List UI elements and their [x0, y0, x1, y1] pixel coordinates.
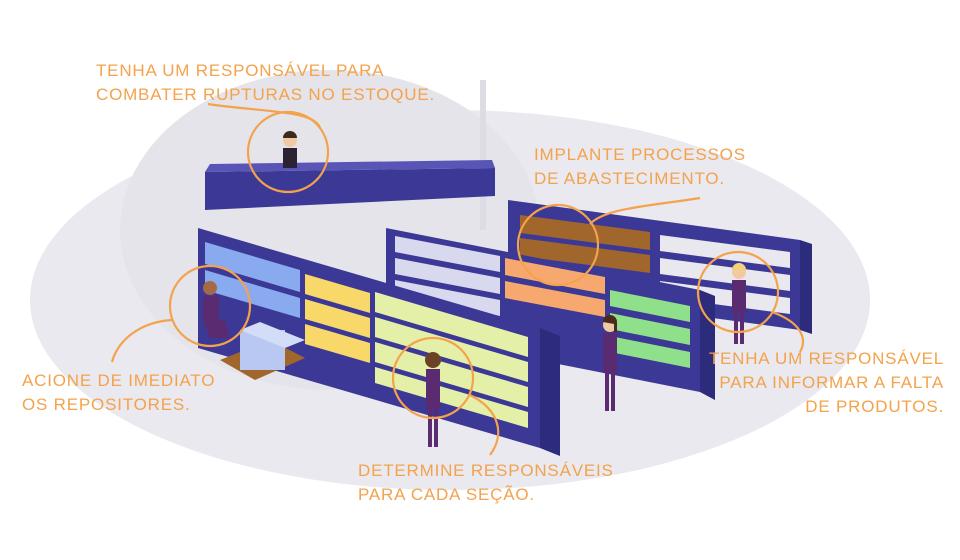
pallet-of-boxes — [220, 322, 305, 380]
callout-stock-manager: Tenha um responsável para combater ruptu… — [96, 59, 435, 107]
callout-missing-products: Tenha um responsável para informar a fal… — [709, 347, 944, 419]
back-wall — [480, 80, 486, 230]
worker-by-shelf-end — [732, 263, 746, 344]
callout-restockers-line-1: Acione de imediato — [22, 371, 216, 390]
callout-restockers: Acione de imediato os repositores. — [22, 369, 215, 417]
callout-missing-products-line-3: de produtos. — [805, 397, 944, 416]
callout-restockers-line-2: os repositores. — [22, 395, 191, 414]
highlight-ring-stock-manager — [246, 110, 330, 194]
highlight-ring-missing-products — [696, 250, 780, 334]
callout-section-owners: Determine responsáveis para cada seção. — [358, 459, 614, 507]
leader-line-restockers — [110, 318, 173, 363]
worker-at-counter — [283, 131, 297, 168]
leader-line-supply-process — [589, 196, 701, 225]
worker-middle-aisle — [603, 315, 617, 411]
leader-line-stock-manager — [207, 102, 322, 129]
back-counter — [205, 160, 495, 210]
kneeling-restocker — [203, 281, 230, 338]
callout-section-owners-line-2: para cada seção. — [358, 485, 535, 504]
highlight-ring-supply-process — [516, 203, 600, 287]
callout-supply-process-line-2: de abastecimento. — [534, 169, 725, 188]
highlight-ring-restockers — [168, 264, 252, 348]
highlight-ring-section-owners — [391, 336, 475, 420]
callout-stock-manager-line-1: Tenha um responsável para — [96, 61, 385, 80]
worker-front-aisle — [425, 352, 441, 447]
callout-stock-manager-line-2: combater rupturas no estoque. — [96, 85, 435, 104]
callout-section-owners-line-1: Determine responsáveis — [358, 461, 614, 480]
shelf-unit-middle — [386, 228, 715, 400]
callout-supply-process-line-1: Implante processos — [534, 145, 746, 164]
leader-line-section-owners — [469, 394, 500, 456]
callout-missing-products-line-1: Tenha um responsável — [708, 349, 944, 368]
callout-missing-products-line-2: para informar a falta — [719, 373, 944, 392]
callout-supply-process: Implante processos de abastecimento. — [534, 143, 746, 191]
shelf-unit-front — [198, 228, 560, 456]
leader-line-missing-products — [771, 310, 805, 353]
